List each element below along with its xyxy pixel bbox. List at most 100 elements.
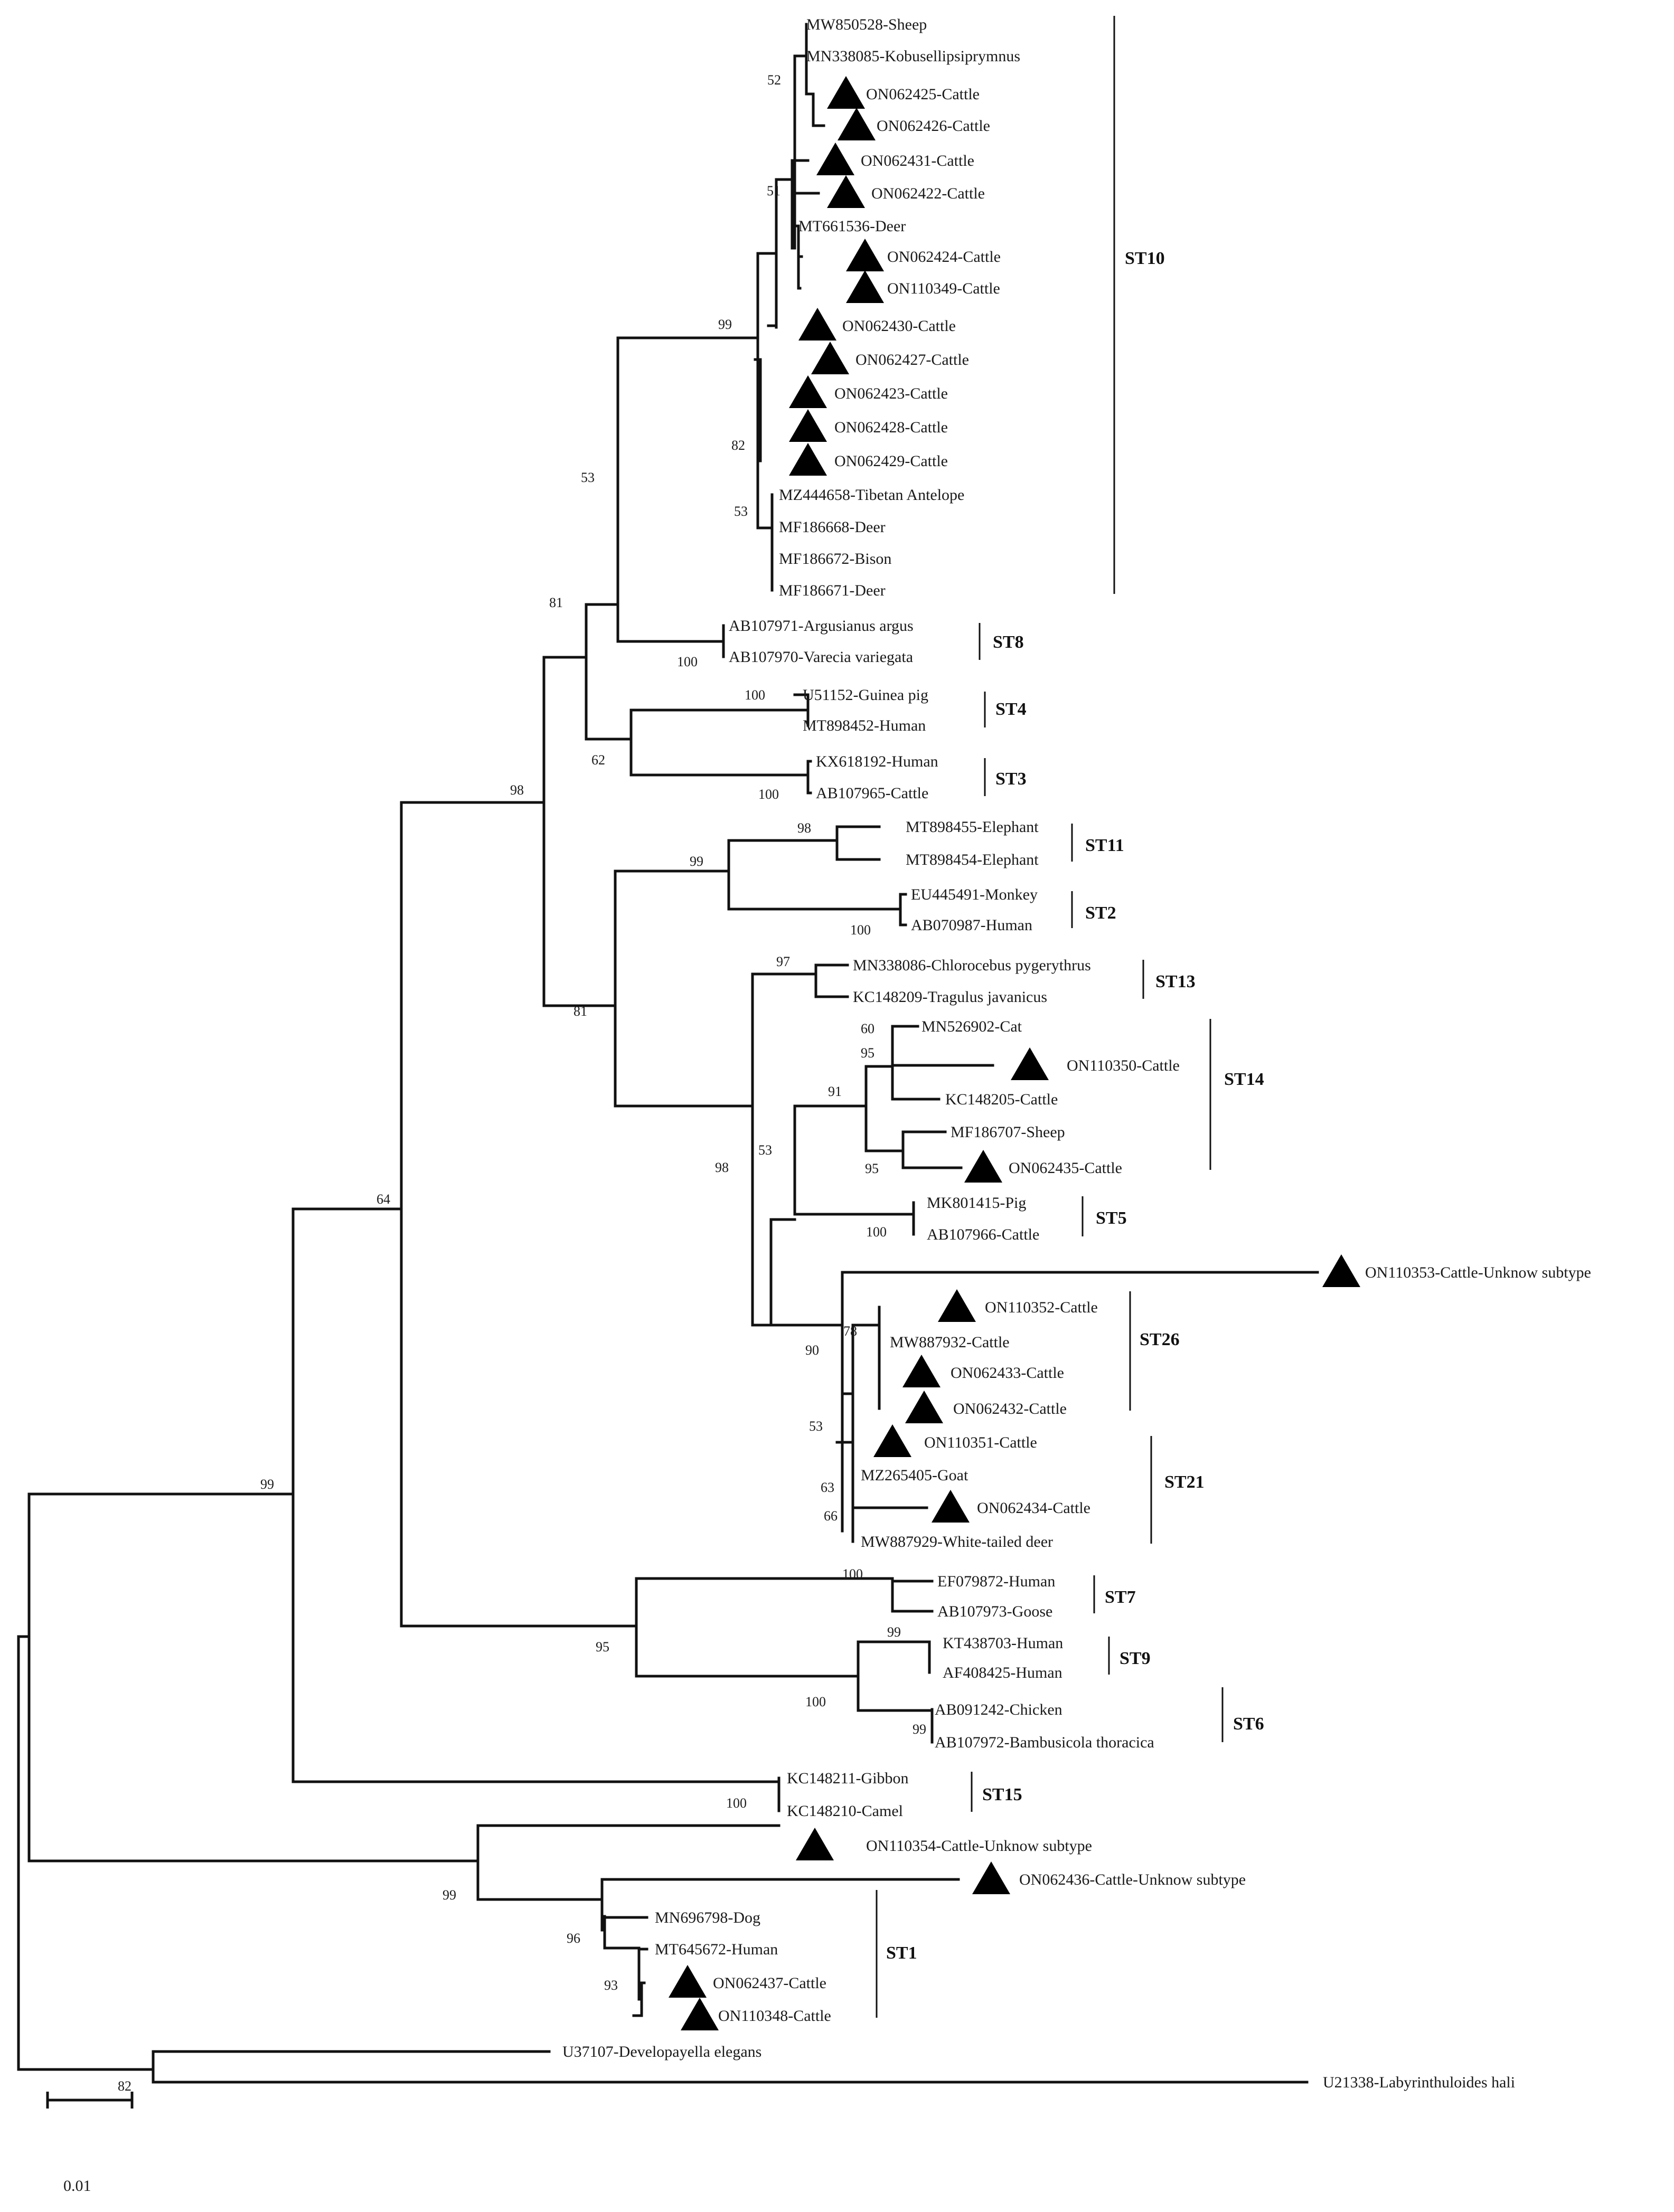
cattle-sample-triangle-icon xyxy=(972,1861,1010,1894)
tip-label: U51152-Guinea pig xyxy=(803,686,928,704)
tip-label: AB070987-Human xyxy=(911,916,1032,934)
tip-label: MF186668-Deer xyxy=(779,518,886,536)
subtype-label: ST6 xyxy=(1233,1714,1264,1734)
tip-label: MT898455-Elephant xyxy=(906,818,1039,836)
cattle-sample-triangle-icon xyxy=(789,443,827,476)
tip-label: MN338085-Kobusellipsiprymnus xyxy=(806,48,1020,65)
cattle-sample-triangle-icon xyxy=(1011,1047,1049,1080)
bootstrap-value: 98 xyxy=(797,820,811,836)
subtype-label: ST26 xyxy=(1140,1330,1180,1349)
subtype-label: ST9 xyxy=(1120,1649,1151,1668)
tip-label: AB107970-Varecia variegata xyxy=(729,648,913,666)
bootstrap-value: 53 xyxy=(758,1142,772,1158)
cattle-sample-triangle-icon xyxy=(938,1289,976,1322)
tip-label: MN696798-Dog xyxy=(655,1909,760,1926)
cattle-sample-triangle-icon xyxy=(838,108,876,140)
tip-label: MN526902-Cat xyxy=(921,1018,1022,1035)
bootstrap-value: 52 xyxy=(767,72,781,88)
cattle-sample-triangle-icon xyxy=(827,175,865,208)
tip-label: ON110352-Cattle xyxy=(985,1299,1098,1316)
tip-label: MZ444658-Tibetan Antelope xyxy=(779,486,964,504)
bootstrap-value: 100 xyxy=(866,1224,887,1240)
tip-label: ON062429-Cattle xyxy=(834,452,948,470)
subtype-label: ST2 xyxy=(1085,903,1116,923)
bootstrap-value: 100 xyxy=(842,1566,863,1582)
bootstrap-value: 78 xyxy=(843,1324,857,1339)
subtype-label: ST4 xyxy=(995,699,1027,719)
tip-label: AB107966-Cattle xyxy=(927,1226,1039,1243)
cattle-sample-triangle-icon xyxy=(789,409,827,442)
cattle-sample-triangle-icon xyxy=(902,1355,941,1387)
tip-label: AF408425-Human xyxy=(943,1664,1062,1681)
tip-label: AB107971-Argusianus argus xyxy=(729,617,914,635)
tip-label: ON062435-Cattle xyxy=(1009,1159,1122,1177)
bootstrap-value: 81 xyxy=(573,1004,587,1019)
bootstrap-value: 97 xyxy=(776,954,790,969)
bootstrap-value: 99 xyxy=(887,1624,901,1640)
bootstrap-labels: 5251998253538110010062100989899100819760… xyxy=(118,72,926,2094)
tip-label: ON110351-Cattle xyxy=(924,1434,1037,1451)
bootstrap-value: 60 xyxy=(861,1021,874,1036)
bootstrap-value: 53 xyxy=(809,1419,823,1434)
bootstrap-value: 62 xyxy=(591,752,605,768)
tip-label: ON062427-Cattle xyxy=(855,351,969,368)
bootstrap-value: 93 xyxy=(604,1978,618,1993)
bootstrap-value: 99 xyxy=(260,1477,274,1492)
branch-lines xyxy=(17,23,1319,2084)
cattle-sample-triangle-icon xyxy=(846,239,884,271)
tip-label: ON062437-Cattle xyxy=(713,1974,826,1992)
bootstrap-value: 98 xyxy=(715,1160,729,1175)
cattle-sample-triangle-icon xyxy=(827,76,865,109)
tip-label: U21338-Labyrinthuloides hali xyxy=(1323,2074,1515,2091)
tip-label: ON110354-Cattle-Unknow subtype xyxy=(866,1837,1092,1855)
tip-label: ON110353-Cattle-Unknow subtype xyxy=(1365,1264,1591,1281)
tip-label: ON062430-Cattle xyxy=(842,317,956,335)
subtype-label: ST11 xyxy=(1085,836,1124,855)
bootstrap-value: 66 xyxy=(824,1508,838,1524)
bootstrap-value: 99 xyxy=(690,854,703,869)
bootstrap-value: 95 xyxy=(596,1639,609,1655)
bootstrap-value: 81 xyxy=(549,595,563,610)
bootstrap-value: 100 xyxy=(805,1694,826,1709)
tip-label: MT661536-Deer xyxy=(798,218,906,235)
bootstrap-value: 99 xyxy=(718,317,732,332)
tip-label: MK801415-Pig xyxy=(927,1194,1026,1212)
tip-label: MF186671-Deer xyxy=(779,582,886,599)
tip-label: U37107-Developayella elegans xyxy=(562,2043,761,2060)
subtype-label: ST8 xyxy=(993,632,1024,652)
tip-labels: MW850528-SheepMN338085-Kobusellipsiprymn… xyxy=(562,16,1591,2091)
bootstrap-value: 90 xyxy=(805,1343,819,1358)
cattle-sample-triangle-icon xyxy=(681,1998,719,2030)
tip-label: ON062422-Cattle xyxy=(871,185,985,202)
bootstrap-value: 63 xyxy=(821,1480,834,1495)
subtype-label: ST13 xyxy=(1155,972,1196,991)
tip-label: MW850528-Sheep xyxy=(806,16,927,33)
tip-label: ON062424-Cattle xyxy=(887,248,1001,266)
cattle-sample-triangle-icon xyxy=(811,342,849,374)
tip-label: AB107972-Bambusicola thoracica xyxy=(935,1734,1154,1751)
bootstrap-value: 96 xyxy=(567,1931,580,1946)
tip-label: KC148211-Gibbon xyxy=(787,1770,909,1787)
subtype-label: ST3 xyxy=(995,769,1027,789)
bootstrap-value: 64 xyxy=(377,1192,390,1207)
tip-label: AB107965-Cattle xyxy=(816,784,928,802)
cattle-sample-markers xyxy=(669,76,1360,2030)
bootstrap-value: 99 xyxy=(913,1722,926,1737)
bootstrap-value: 98 xyxy=(510,782,524,798)
scale-bar-label: 0.01 xyxy=(63,2177,91,2195)
tip-label: MN338086-Chlorocebus pygerythrus xyxy=(853,957,1091,974)
tip-label: ON062426-Cattle xyxy=(877,117,990,135)
tip-label: ON062436-Cattle-Unknow subtype xyxy=(1019,1871,1246,1888)
bootstrap-value: 53 xyxy=(581,470,595,485)
scale-bar: 0.01 xyxy=(46,2092,134,2195)
subtype-label: ST1 xyxy=(886,1943,917,1963)
cattle-sample-triangle-icon xyxy=(873,1424,911,1457)
tip-label: ON062425-Cattle xyxy=(866,86,980,103)
bootstrap-value: 82 xyxy=(731,438,745,453)
tip-label: ON110348-Cattle xyxy=(718,2007,831,2025)
tip-label: KC148210-Camel xyxy=(787,1802,903,1820)
tip-label: ON062431-Cattle xyxy=(861,152,974,169)
subtype-label: ST15 xyxy=(982,1785,1022,1804)
subtype-label: ST10 xyxy=(1125,249,1165,268)
